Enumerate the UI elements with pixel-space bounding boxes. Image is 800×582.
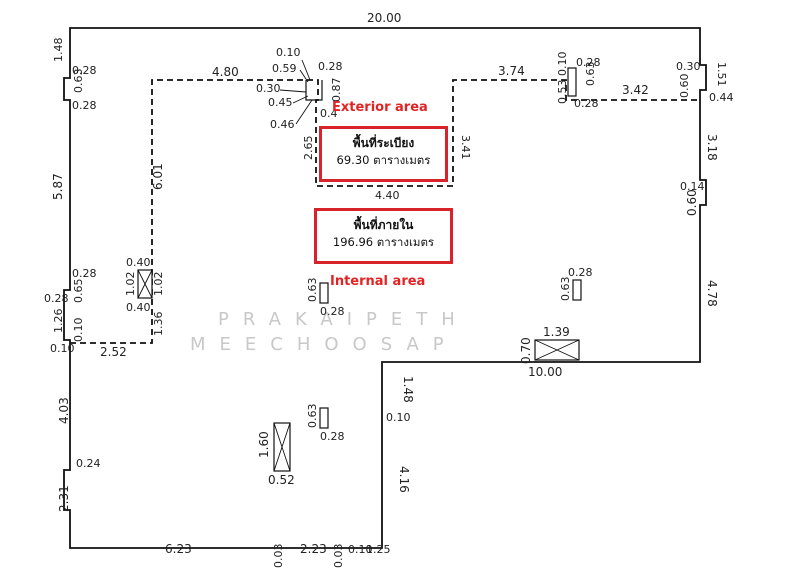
dim-bal-028: 0.28 — [318, 60, 343, 73]
dim-right-151: 1.51 — [715, 62, 728, 87]
dim-bal-046: 0.46 — [270, 118, 295, 131]
dim-left-065: 0.65 — [72, 279, 85, 304]
dim-col2-028: 0.28 — [320, 305, 345, 318]
dim-col3-063: 0.63 — [559, 277, 572, 302]
dim-mid-010: 0.10 — [386, 411, 411, 424]
dim-bal-010: 0.10 — [276, 46, 301, 59]
dim-right-010: 0.10 — [556, 52, 569, 77]
column-center — [319, 282, 329, 304]
dim-bal-265: 2.65 — [302, 136, 315, 161]
dim-right-028a: 0.28 — [576, 56, 601, 69]
dim-right-030: 0.30 — [676, 60, 701, 73]
dim-bottom-010: 0.10 — [348, 543, 373, 556]
dim-left-231: 2.31 — [57, 485, 71, 512]
exterior-area-label: Exterior area — [332, 100, 428, 115]
watermark-line-2: MEECHOOSAP — [190, 334, 458, 355]
dim-col4-028: 0.28 — [320, 430, 345, 443]
dim-left-028b: 0.28 — [72, 99, 97, 112]
column-right — [572, 279, 582, 301]
dim-bal-087: 0.87 — [330, 78, 343, 103]
dim-balcony-601: 6.01 — [151, 163, 165, 190]
dim-bal-341: 3.41 — [459, 135, 472, 160]
dim-right-060b: 0.60 — [685, 189, 699, 216]
dim-right-060a: 0.60 — [678, 74, 691, 99]
dim-top-total: 20.00 — [367, 11, 401, 25]
dim-right-070: 0.70 — [519, 337, 533, 364]
dim-bottom-003a: 0.03 — [272, 544, 285, 569]
dim-right-014: 0.14 — [680, 180, 705, 193]
dim-left-403: 4.03 — [57, 397, 71, 424]
dim-mid-148: 1.48 — [401, 376, 415, 403]
dim-col1-102a: 1.02 — [124, 272, 137, 297]
dim-right-318: 3.18 — [705, 134, 719, 161]
dim-left-028d: 0.28 — [44, 292, 69, 305]
dim-bottom-223: 2.23 — [300, 542, 327, 556]
exterior-area-box: พื้นที่ระเบียง 69.30 ตารางเมตร — [319, 126, 448, 182]
dim-left-126: 1.26 — [52, 309, 65, 334]
outer-wall — [63, 27, 707, 549]
dim-bal-045: 0.45 — [268, 96, 293, 109]
dim-left-587: 5.87 — [51, 173, 65, 200]
dim-right-139: 1.39 — [543, 325, 570, 339]
internal-area-label: Internal area — [330, 274, 426, 289]
dim-col2-063: 0.63 — [306, 278, 319, 303]
dim-right-044: 0.44 — [709, 91, 734, 104]
dim-col1-102b: 1.02 — [152, 272, 165, 297]
internal-area-box: พื้นที่ภายใน 196.96 ตารางเมตร — [314, 208, 453, 264]
dim-balcony-480: 4.80 — [212, 65, 239, 79]
dim-right-478: 4.78 — [705, 280, 719, 307]
dim-bal-059: 0.59 — [272, 62, 297, 75]
internal-area-title: พื้นที่ภายใน — [353, 218, 414, 232]
dim-bal-04: 0.4 — [320, 107, 338, 120]
internal-area-value: 196.96 ตารางเมตร — [332, 235, 435, 249]
dim-left-024: 0.24 — [76, 457, 101, 470]
watermark-line-1: PRAKAIPETH — [218, 309, 469, 330]
dim-col1-040b: 0.40 — [126, 301, 151, 314]
dim-bal-030: 0.30 — [256, 82, 281, 95]
dim-bottom-003b: 0.03 — [332, 544, 345, 569]
dim-left-136: 1.36 — [152, 312, 165, 337]
dim-bal-440: 4.40 — [375, 189, 400, 202]
balcony-notch — [305, 80, 323, 101]
dim-right-063a: 0.63 — [584, 62, 597, 87]
dim-left-010a: 0.10 — [72, 318, 85, 343]
dim-left-010b: 0.10 — [50, 342, 75, 355]
dim-right-1000: 10.00 — [528, 365, 562, 379]
balcony-boundary — [70, 79, 700, 344]
dim-bottom-125: 1.25 — [366, 543, 391, 556]
exterior-area-title: พื้นที่ระเบียง — [352, 136, 415, 150]
dim-right-028b: 0.28 — [574, 97, 599, 110]
dim-left-028c: 0.28 — [72, 267, 97, 280]
dim-mid-416: 4.16 — [397, 466, 411, 493]
dim-right-342: 3.42 — [622, 83, 649, 97]
dim-col5-160: 1.60 — [257, 431, 271, 458]
exterior-area-value: 69.30 ตารางเมตร — [336, 153, 431, 167]
dim-left-148: 1.48 — [52, 38, 65, 63]
dim-left-252: 2.52 — [100, 345, 127, 359]
dim-bottom-623: 6.23 — [165, 542, 192, 556]
dim-col3-028: 0.28 — [568, 266, 593, 279]
dim-left-028a: 0.28 — [72, 64, 97, 77]
dim-col5-052: 0.52 — [268, 473, 295, 487]
column-top-right — [567, 67, 577, 97]
dim-right-374: 3.74 — [498, 64, 525, 78]
dim-left-063: 0.63 — [72, 69, 85, 94]
dim-col4-063: 0.63 — [306, 404, 319, 429]
column-lower-small — [319, 407, 329, 429]
dim-right-053: 0.53 — [556, 80, 569, 105]
dim-col1-040a: 0.40 — [126, 256, 151, 269]
